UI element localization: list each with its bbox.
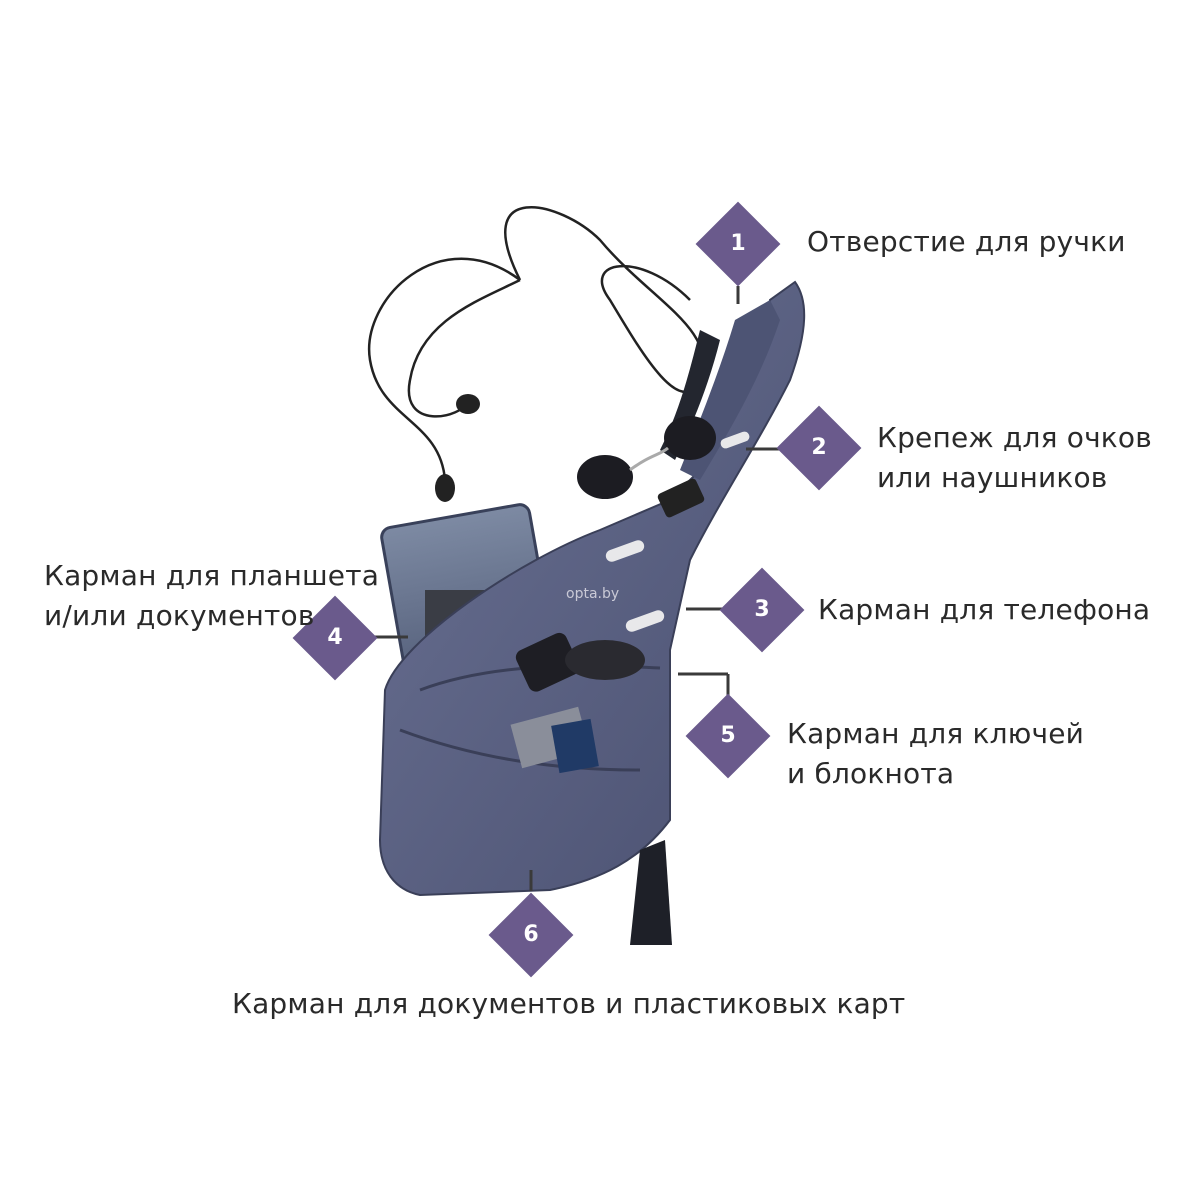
callout-5-label-line-2: и блокнота (787, 757, 955, 790)
pocket-seam-2 (399, 728, 641, 772)
phone-clip-lower (625, 610, 665, 632)
sunglasses-lens-right (664, 416, 716, 460)
earphone-cable-left (367, 257, 521, 481)
sunglasses-lens-left (577, 455, 633, 499)
bag-body (378, 280, 806, 897)
phone (565, 640, 645, 680)
marker-1-number: 1 (730, 231, 746, 256)
marker-6-number: 6 (523, 922, 539, 947)
callout-2-label-line-1: Крепеж для очков (877, 421, 1152, 454)
callout-6-label: Карман для документов и пластиковых карт (232, 987, 906, 1020)
marker-3-number: 3 (754, 597, 770, 622)
earbud-left (435, 474, 455, 502)
lower-strap (630, 840, 672, 945)
marker-5-number: 5 (720, 723, 736, 748)
passport (551, 718, 599, 774)
callout-3-label: Карман для телефона (818, 593, 1151, 626)
callout-4-label-line-1: Карман для планшета (44, 559, 380, 592)
key-fob (515, 632, 580, 692)
callout-1-label: Отверстие для ручки (807, 225, 1126, 258)
callout-5-label-line-1: Карман для ключей (787, 717, 1085, 750)
marker-4-number: 4 (327, 625, 343, 650)
sunglasses-bridge (629, 446, 669, 472)
earphone-cable (504, 205, 705, 394)
callout-2-label-line-2: или наушников (877, 461, 1108, 494)
marker-2-number: 2 (811, 435, 827, 460)
callout-4-label-line-2: и/или документов (44, 599, 315, 632)
earphone-cable-right (407, 278, 521, 418)
watermark: opta.by (566, 586, 620, 602)
buckle (657, 478, 705, 518)
earbud-right (456, 394, 480, 414)
glasses-clip (720, 431, 750, 449)
phone-clip-upper (605, 540, 645, 562)
